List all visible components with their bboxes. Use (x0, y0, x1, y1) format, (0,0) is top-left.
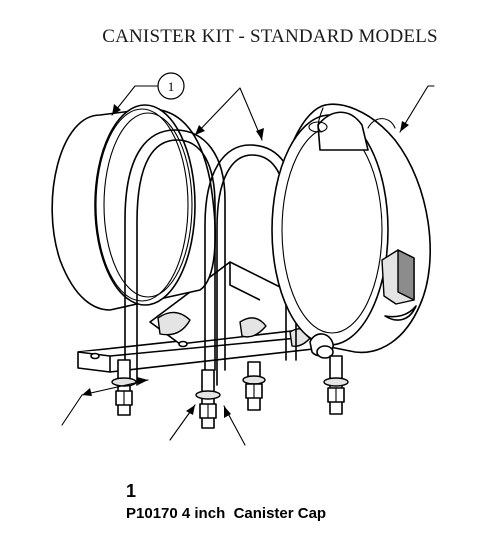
part-description: P10170 4 inch Canister Cap (126, 505, 327, 522)
callout-number: 1 (168, 79, 175, 94)
canister-cap (271, 103, 431, 359)
page-title: CANISTER KIT - STANDARD MODELS (102, 26, 438, 47)
leader-lines (61, 85, 435, 446)
back-ring (51, 104, 216, 311)
callout-1: 1 (157, 72, 185, 100)
mounting-bracket (77, 261, 341, 373)
part-number: 1 (126, 481, 137, 501)
